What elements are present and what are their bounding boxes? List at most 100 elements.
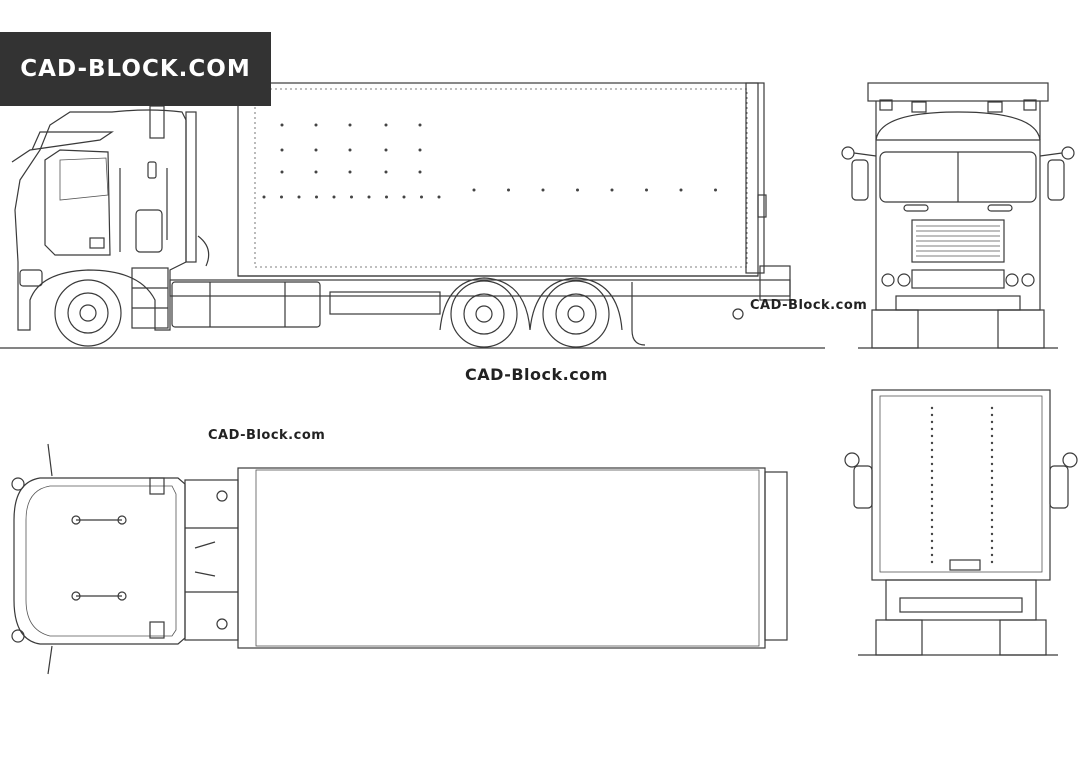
rivet bbox=[930, 483, 934, 487]
rivet bbox=[262, 195, 266, 199]
rivet bbox=[990, 455, 994, 459]
side-window bbox=[135, 209, 163, 253]
site-logo: CAD-BLOCK.COM bbox=[0, 32, 271, 106]
rivet bbox=[990, 511, 994, 515]
rivet bbox=[990, 490, 994, 494]
rivet bbox=[348, 123, 352, 127]
front-left-tire bbox=[871, 309, 919, 349]
rivet bbox=[990, 469, 994, 473]
rivet bbox=[990, 434, 994, 438]
rivet bbox=[990, 413, 994, 417]
cab-outline bbox=[14, 109, 187, 331]
rivet bbox=[990, 462, 994, 466]
rivet bbox=[930, 455, 934, 459]
rivet bbox=[679, 188, 683, 192]
rivet bbox=[280, 170, 284, 174]
rivet bbox=[367, 195, 371, 199]
rivet bbox=[645, 188, 648, 192]
rear-view bbox=[844, 389, 1078, 656]
rivet bbox=[930, 427, 934, 431]
rear-wheel-1 bbox=[450, 280, 518, 348]
rivet bbox=[930, 469, 934, 473]
rivet-pattern bbox=[262, 123, 717, 199]
rivet bbox=[930, 441, 934, 445]
rivet bbox=[280, 123, 284, 127]
rivet bbox=[930, 420, 934, 424]
rivet bbox=[348, 170, 352, 174]
box-top bbox=[867, 82, 1049, 102]
front-view bbox=[841, 82, 1075, 349]
rivet bbox=[990, 553, 994, 557]
rivet bbox=[990, 518, 994, 522]
fuel-tank bbox=[171, 281, 321, 328]
watermark-center: CAD-Block.com bbox=[465, 365, 608, 384]
rivet bbox=[418, 170, 422, 174]
rivet bbox=[930, 476, 934, 480]
rivet bbox=[930, 525, 934, 529]
rivet bbox=[930, 490, 934, 494]
rivet bbox=[472, 188, 476, 192]
rivet bbox=[384, 170, 388, 174]
rivet bbox=[402, 195, 406, 199]
rivet bbox=[930, 462, 934, 466]
rivet bbox=[930, 497, 934, 501]
rivet bbox=[990, 441, 994, 445]
rivet bbox=[332, 195, 336, 199]
front-right-tire bbox=[997, 309, 1045, 349]
rivet bbox=[384, 123, 388, 127]
rivet bbox=[990, 497, 994, 501]
rivet bbox=[384, 148, 388, 152]
door-rivets bbox=[930, 406, 994, 564]
rivet bbox=[348, 148, 352, 152]
rivet bbox=[714, 188, 717, 192]
side-view bbox=[0, 82, 825, 349]
rivet bbox=[930, 560, 934, 564]
rear-bumper bbox=[885, 579, 1037, 621]
rivet bbox=[930, 518, 934, 522]
rivet bbox=[930, 434, 934, 438]
rivet bbox=[990, 448, 994, 452]
rivet bbox=[990, 504, 994, 508]
rivet bbox=[315, 195, 318, 199]
box-roof bbox=[237, 467, 766, 649]
chassis-frame bbox=[184, 479, 239, 641]
rivet bbox=[610, 188, 614, 192]
rivet bbox=[930, 532, 934, 536]
rivet bbox=[350, 195, 353, 199]
rivet bbox=[990, 420, 994, 424]
rivet bbox=[280, 148, 284, 152]
left-mirror bbox=[851, 159, 869, 201]
cab-window bbox=[59, 157, 109, 201]
rivet bbox=[418, 123, 422, 127]
rivet bbox=[990, 406, 994, 410]
rivet bbox=[437, 195, 441, 199]
rivet bbox=[314, 148, 318, 152]
rear-right-tire bbox=[999, 619, 1047, 656]
rivet bbox=[314, 170, 318, 174]
rear-box bbox=[871, 389, 1051, 581]
exhaust-stack bbox=[185, 111, 197, 263]
rivet bbox=[280, 195, 283, 199]
cab-door bbox=[44, 149, 111, 256]
rivet bbox=[418, 148, 422, 152]
rivet bbox=[930, 413, 934, 417]
rivet bbox=[930, 448, 934, 452]
rivet bbox=[990, 532, 994, 536]
rivet bbox=[990, 476, 994, 480]
rivet bbox=[297, 195, 301, 199]
rivet bbox=[990, 560, 994, 564]
rivet bbox=[576, 188, 579, 192]
rivet bbox=[930, 511, 934, 515]
rivet bbox=[990, 427, 994, 431]
rivet bbox=[990, 525, 994, 529]
top-view bbox=[11, 443, 788, 675]
rivet bbox=[990, 546, 994, 550]
rear-left-tire bbox=[875, 619, 923, 656]
rivet bbox=[930, 406, 934, 410]
cab-roof bbox=[13, 477, 186, 645]
watermark-side: CAD-Block.com bbox=[750, 298, 868, 313]
front-wheel bbox=[54, 279, 122, 347]
rivet bbox=[930, 539, 934, 543]
